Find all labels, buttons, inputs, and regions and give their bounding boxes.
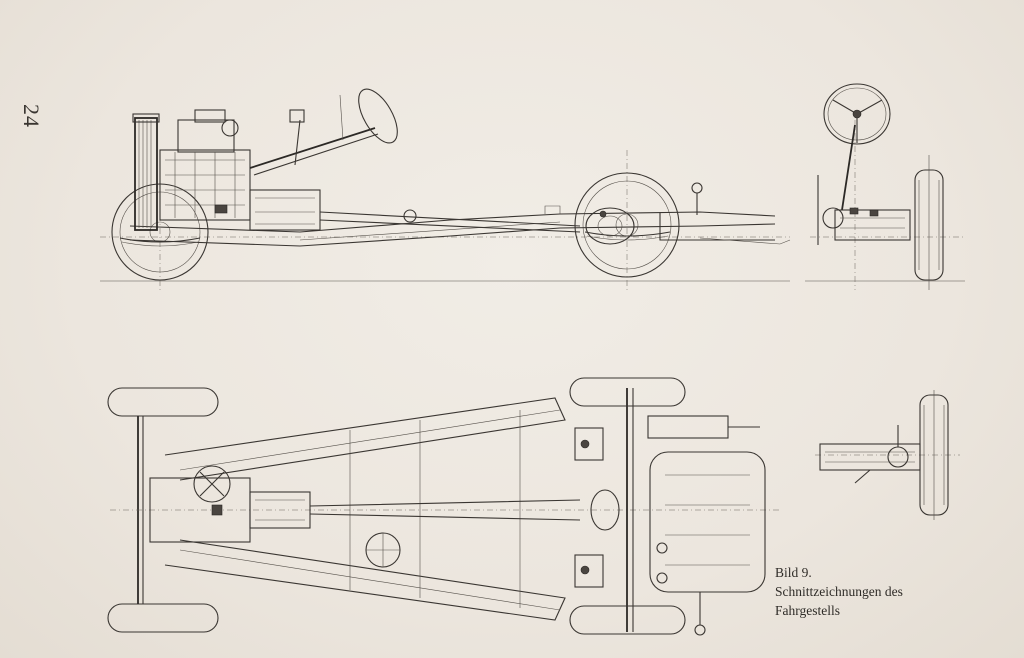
plan-view-drawing [107, 377, 780, 636]
caption-text-line-1: Schnittzeichnungen des [775, 584, 903, 599]
caption-text-line-2: Fahrgestells [775, 603, 840, 618]
side-view-drawing [100, 88, 791, 290]
figure-caption: Bild 9. Schnittzeichnungen des Fahrgeste… [775, 563, 903, 620]
front-view-drawing [805, 83, 965, 290]
rear-view-drawing [815, 390, 960, 520]
caption-figure-number: Bild 9. [775, 565, 812, 580]
